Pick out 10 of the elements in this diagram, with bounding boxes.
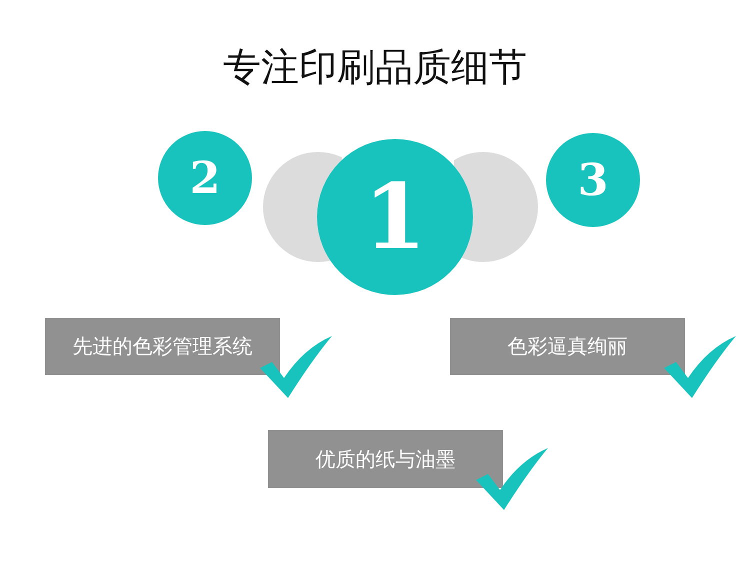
label-box: [450, 318, 685, 375]
feature-text: 色彩逼真绚丽: [508, 333, 628, 360]
step-number: 3: [578, 154, 608, 206]
feature-text: 优质的纸与油墨: [316, 446, 456, 472]
feature-text: 先进的色彩管理系统: [72, 333, 252, 360]
title: 专注印刷品质细节: [222, 44, 528, 91]
label-box: [268, 430, 503, 488]
label-box: [45, 318, 280, 375]
step-number: 1: [364, 164, 426, 270]
step-number: 2: [190, 152, 220, 204]
